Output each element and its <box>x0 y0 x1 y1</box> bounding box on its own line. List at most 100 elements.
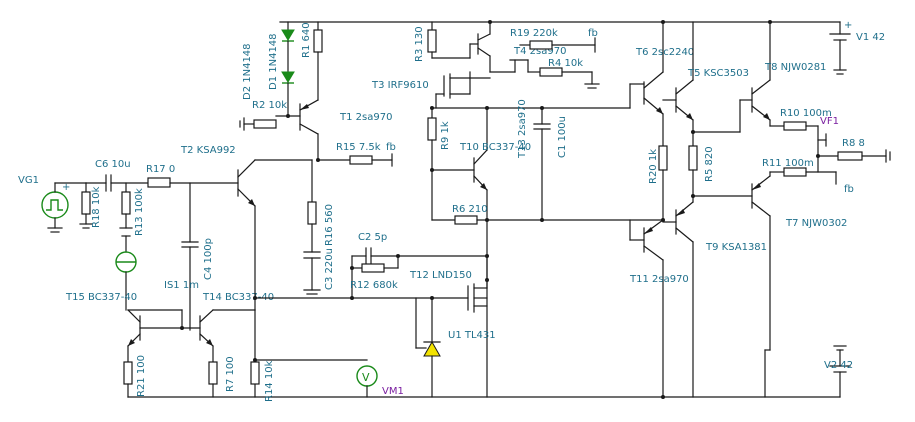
r9-label: R9 1k <box>440 121 451 150</box>
r11-resistor[interactable] <box>769 167 837 185</box>
r19-resistor[interactable] <box>519 37 596 53</box>
c6-capacitor[interactable] <box>85 174 149 192</box>
r11-label: R11 100m <box>762 158 814 169</box>
r19-label: R19 220k <box>510 28 558 39</box>
r6-label: R6 210 <box>452 204 488 215</box>
t6-transistor[interactable] <box>629 21 664 115</box>
t14-label: T14 BC337-40 <box>202 292 274 303</box>
r10-resistor[interactable] <box>769 121 819 173</box>
r16-resistor[interactable] <box>307 159 317 253</box>
t1-label: T1 2sa970 <box>339 112 392 123</box>
t4-transistor[interactable] <box>469 21 541 73</box>
r7-label: R7 100 <box>225 356 236 392</box>
v1-battery[interactable] <box>829 21 851 75</box>
r18-label: R18 10k <box>91 186 102 228</box>
t3-mosfet[interactable] <box>435 71 491 109</box>
r20-label: R20 1k <box>648 149 659 184</box>
t8-label: T8 NJW0281 <box>764 62 826 73</box>
d1-label: D1 1N4148 <box>268 33 279 90</box>
c1-capacitor[interactable] <box>533 107 551 221</box>
t4-label: T4 2sa970 <box>513 46 566 57</box>
r14-resistor[interactable] <box>250 358 260 385</box>
r5-label: R5 820 <box>704 146 715 182</box>
r21-label: R21 100 <box>136 355 147 397</box>
t1-transistor[interactable] <box>299 99 319 161</box>
r6-resistor[interactable] <box>431 215 664 225</box>
r7-resistor[interactable] <box>208 361 218 398</box>
c1-label: C1 100u <box>557 116 568 158</box>
r4-label: R4 10k <box>548 58 583 69</box>
t10-transistor[interactable] <box>431 107 488 398</box>
r5-resistor[interactable] <box>688 145 698 197</box>
r2-resistor[interactable] <box>239 115 301 131</box>
t11-transistor[interactable] <box>629 219 664 398</box>
t9-label: T9 KSA1381 <box>705 242 767 253</box>
r8-resistor[interactable] <box>817 149 891 163</box>
vg1-signal-generator[interactable] <box>41 182 87 233</box>
r3-label: R3 130 <box>414 26 425 62</box>
is1-label: IS1 1m <box>164 280 199 291</box>
r13-label: R13 100k <box>134 188 145 236</box>
c4-capacitor[interactable] <box>181 182 199 331</box>
v2-label: V2 42 <box>824 360 853 371</box>
t15-label: T15 BC337-40 <box>65 292 137 303</box>
r15-resistor[interactable] <box>317 153 393 167</box>
r3-resistor[interactable] <box>427 21 471 59</box>
r1-resistor[interactable] <box>313 21 323 101</box>
fb2-label: fb <box>588 28 598 39</box>
vg1-label: VG1 <box>18 175 39 186</box>
r4-resistor[interactable] <box>539 67 600 89</box>
r17-resistor[interactable] <box>147 177 239 188</box>
r21-resistor[interactable] <box>123 361 133 398</box>
d1-diode[interactable] <box>281 71 295 117</box>
vg1-plus: + <box>62 182 70 193</box>
t7-transistor[interactable] <box>751 171 771 398</box>
t14-transistor[interactable] <box>181 309 256 363</box>
c2-capacitor[interactable] <box>351 247 488 299</box>
r16-label: R16 560 <box>324 204 335 246</box>
u1-shunt-regulator[interactable] <box>415 297 441 398</box>
vf1-probe[interactable] <box>817 133 827 147</box>
r1-label: R1 640 <box>301 22 312 58</box>
r12-resistor[interactable] <box>351 255 399 273</box>
t12-mosfet[interactable] <box>467 255 488 313</box>
r12-label: R12 680k <box>350 280 398 291</box>
vm1-symbol: V <box>362 371 370 384</box>
vm1-label: VM1 <box>382 386 404 397</box>
r2-label: R2 10k <box>252 100 287 111</box>
vm1-voltmeter[interactable]: V <box>254 359 378 398</box>
t5-transistor[interactable] <box>662 21 694 147</box>
t11-label: T11 2sa970 <box>629 274 689 285</box>
c6-label: C6 10u <box>95 159 131 170</box>
r18-resistor[interactable] <box>79 182 93 229</box>
d2-diode[interactable] <box>281 21 295 73</box>
is1-current-source[interactable] <box>115 251 137 311</box>
t12-label: T12 LND150 <box>409 270 472 281</box>
t10-label: T10 BC337-40 <box>459 142 531 153</box>
t6-label: T6 2sc2240 <box>635 47 694 58</box>
t15-transistor[interactable] <box>127 309 183 363</box>
v1-label: V1 42 <box>856 32 885 43</box>
t5-label: T5 KSC3503 <box>687 68 749 79</box>
fb1-label: fb <box>386 142 396 153</box>
c3-capacitor[interactable] <box>303 251 321 295</box>
r13-resistor[interactable] <box>119 182 133 253</box>
r15-label: R15 7.5k <box>336 142 381 153</box>
t2-transistor[interactable] <box>237 159 313 398</box>
t8-transistor[interactable] <box>751 21 771 127</box>
c2-label: C2 5p <box>358 232 387 243</box>
r8-label: R8 8 <box>842 138 865 149</box>
vf1-label: VF1 <box>820 116 839 127</box>
c3-label: C3 220u <box>324 248 335 290</box>
r14-label: R14 10k <box>264 360 275 402</box>
v2-battery[interactable] <box>829 345 851 398</box>
fb3-label: fb <box>844 184 854 195</box>
t2-label: T2 KSA992 <box>180 145 236 156</box>
c4-label: C4 100p <box>203 238 214 280</box>
t3-label: T3 IRF9610 <box>371 80 429 91</box>
t7-label: T7 NJW0302 <box>785 218 847 229</box>
r10-label: R10 100m <box>780 108 832 119</box>
r17-label: R17 0 <box>146 164 175 175</box>
t9-transistor[interactable] <box>662 195 694 398</box>
r20-resistor[interactable] <box>658 113 668 221</box>
